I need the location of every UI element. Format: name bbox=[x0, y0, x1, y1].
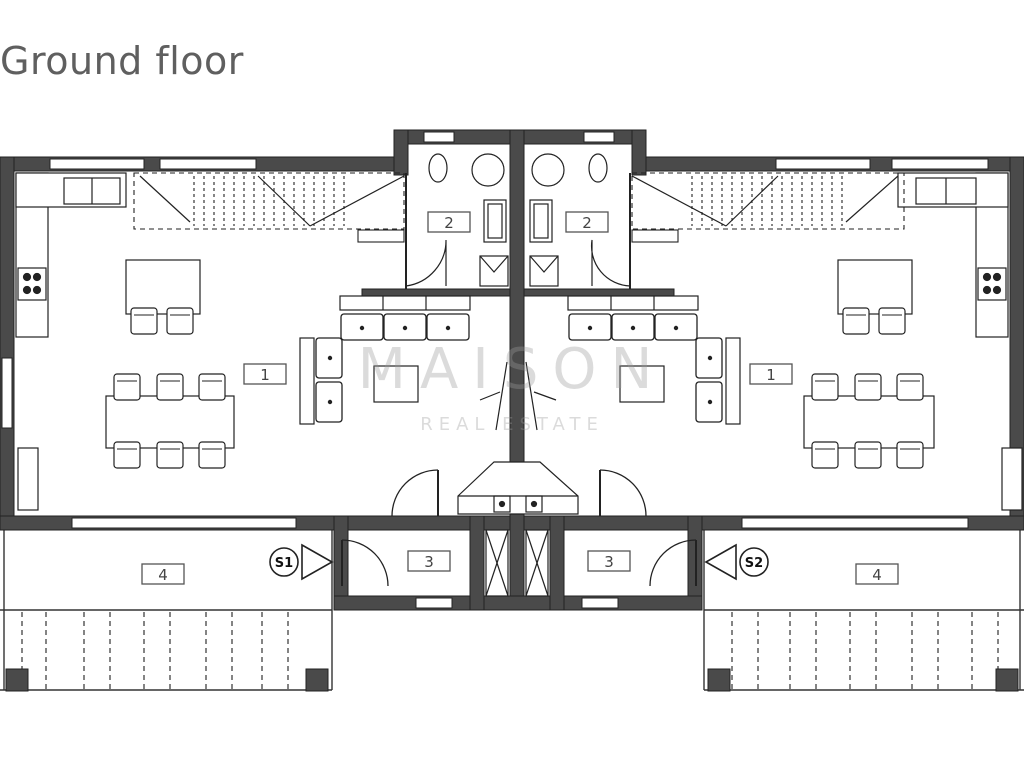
doors bbox=[341, 469, 697, 587]
room-label-1-left: 1 bbox=[243, 363, 287, 385]
living-left bbox=[105, 295, 471, 469]
room-labels: 1 2 3 4 1 2 3 4 bbox=[141, 211, 899, 585]
bathroom-right bbox=[529, 153, 631, 289]
stairs-left bbox=[133, 172, 405, 243]
room-label-2-left: 2 bbox=[427, 211, 471, 233]
svg-text:3: 3 bbox=[604, 553, 614, 571]
svg-text:2: 2 bbox=[444, 214, 454, 232]
kitchen-right bbox=[837, 172, 1023, 511]
floor-plan-title: Ground floor bbox=[0, 39, 244, 83]
room-label-2-right: 2 bbox=[565, 211, 609, 233]
svg-text:4: 4 bbox=[158, 566, 168, 584]
svg-text:S2: S2 bbox=[745, 556, 763, 571]
svg-text:4: 4 bbox=[872, 566, 882, 584]
living-right bbox=[567, 295, 935, 469]
room-label-3-left: 3 bbox=[407, 550, 451, 572]
stairs-right bbox=[631, 172, 905, 243]
bathroom-left bbox=[405, 153, 509, 289]
room-label-3-right: 3 bbox=[587, 550, 631, 572]
kitchen-left bbox=[15, 172, 201, 511]
entrance-marker-s1: S1 bbox=[269, 543, 334, 581]
pergola-left bbox=[0, 530, 333, 692]
room-label-4-left: 4 bbox=[141, 563, 185, 585]
svg-text:REAL ESTATE: REAL ESTATE bbox=[420, 414, 604, 435]
room-label-4-right: 4 bbox=[855, 563, 899, 585]
pergola-right bbox=[703, 530, 1024, 692]
svg-text:MAISON: MAISON bbox=[358, 337, 667, 402]
utility-shafts bbox=[485, 529, 549, 597]
svg-text:1: 1 bbox=[766, 366, 776, 384]
room-label-1-right: 1 bbox=[749, 363, 793, 385]
svg-text:3: 3 bbox=[424, 553, 434, 571]
svg-text:2: 2 bbox=[582, 214, 592, 232]
entrance-marker-s2: S2 bbox=[704, 543, 769, 581]
svg-text:S1: S1 bbox=[275, 556, 293, 571]
svg-text:1: 1 bbox=[260, 366, 270, 384]
windows bbox=[1, 131, 989, 609]
central-fireplace bbox=[457, 361, 579, 515]
watermark: MAISON REAL ESTATE bbox=[358, 337, 667, 435]
